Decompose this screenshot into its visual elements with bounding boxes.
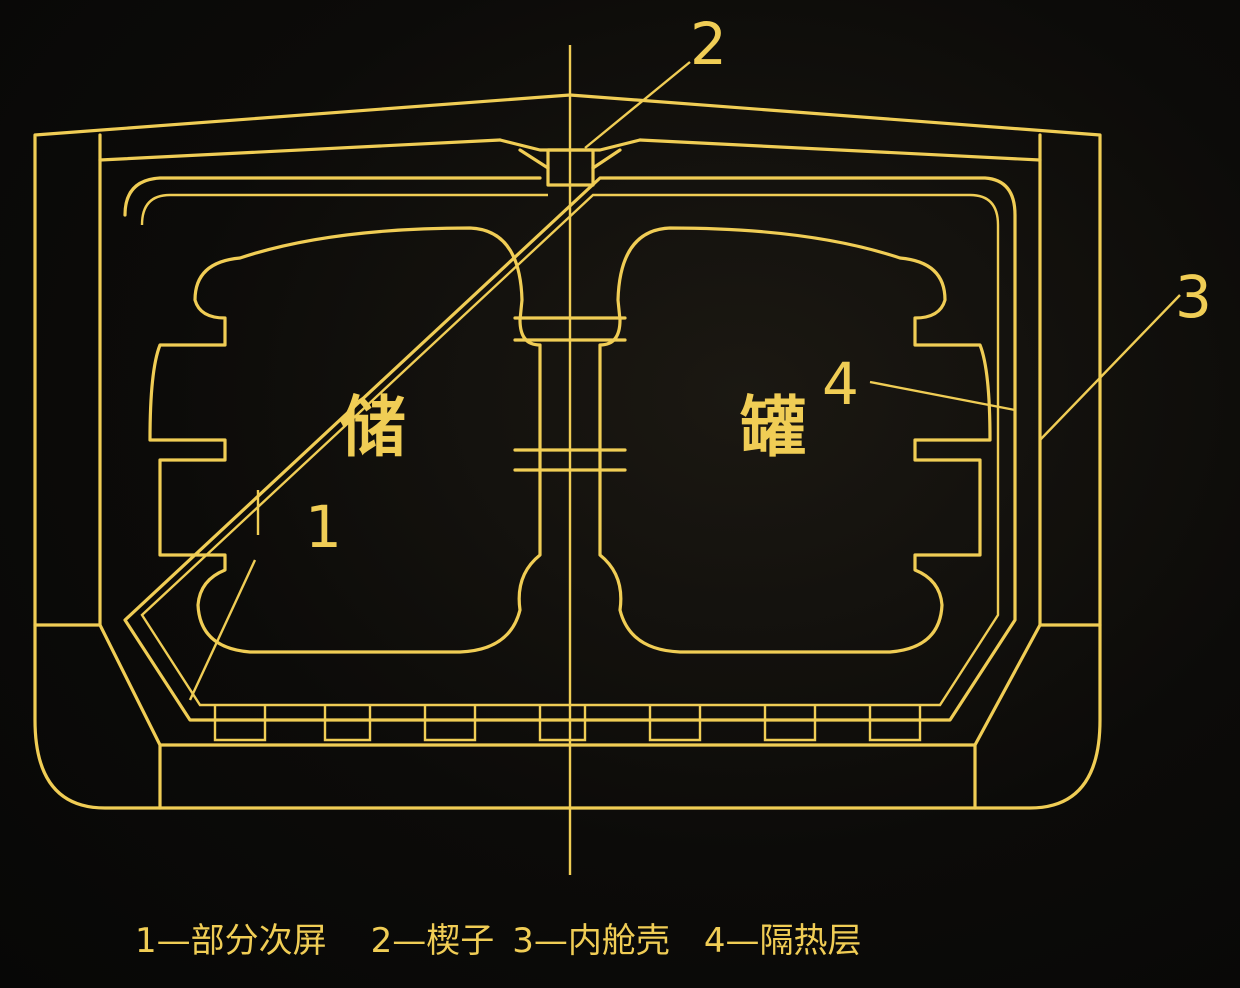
inner-hull bbox=[123, 176, 1017, 722]
wedge-supports bbox=[518, 148, 622, 170]
right-tank bbox=[598, 226, 992, 654]
right-inner-side bbox=[973, 133, 1042, 810]
legend-item-2: 2—楔子 bbox=[370, 921, 495, 961]
left-inner-side bbox=[98, 133, 162, 810]
callout-2: 2 bbox=[690, 10, 727, 78]
legend-caption: 1—部分次屏 2—楔子 3—内舱壳 4—隔热层 bbox=[135, 913, 906, 962]
callout-3: 3 bbox=[1175, 263, 1212, 331]
leader-lines bbox=[188, 61, 1181, 701]
tank-label-char-1: 储 bbox=[340, 389, 406, 466]
bulkhead-flanges bbox=[513, 316, 627, 472]
bottom-supports bbox=[213, 705, 922, 742]
left-tank bbox=[148, 226, 542, 654]
outer-hull bbox=[33, 93, 1102, 810]
legend-item-3: 3—内舱壳 bbox=[512, 921, 670, 961]
deck-inner bbox=[98, 138, 1042, 162]
insulation-layer bbox=[140, 193, 1000, 707]
callout-4: 4 bbox=[822, 350, 859, 418]
callout-1: 1 bbox=[305, 493, 342, 561]
legend-item-4: 4—隔热层 bbox=[703, 921, 862, 961]
tank-label-char-2: 罐 bbox=[740, 389, 806, 466]
legend-item-1: 1—部分次屏 bbox=[135, 921, 327, 961]
